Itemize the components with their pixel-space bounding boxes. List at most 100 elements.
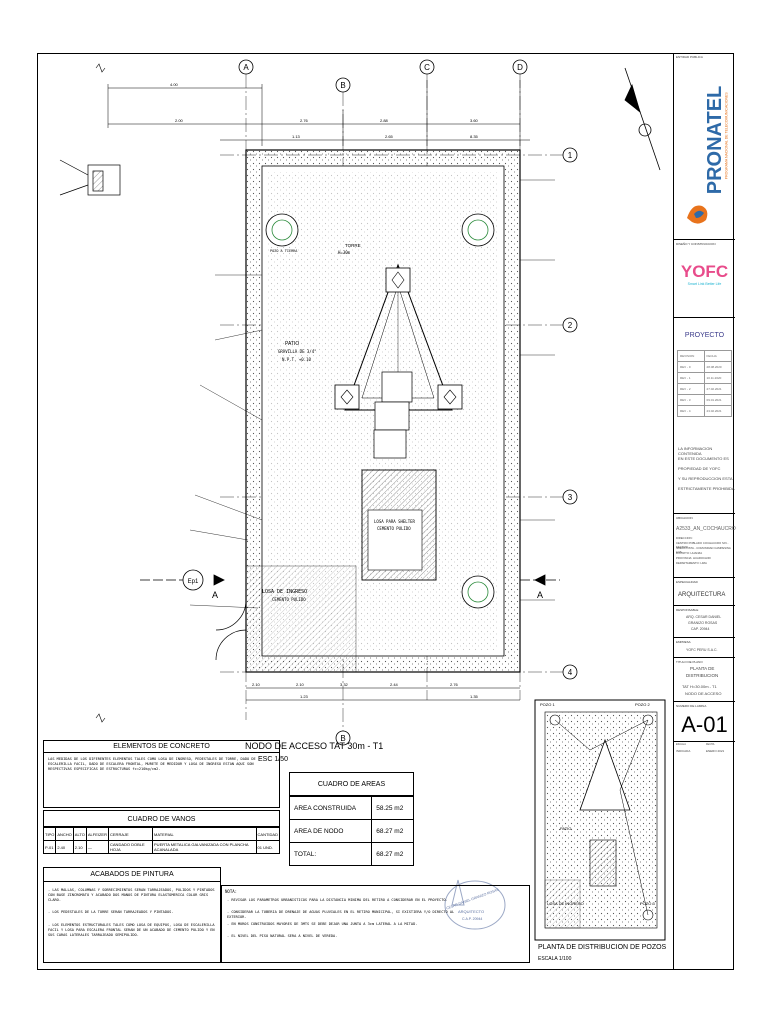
vanos-cell: PUERTA METALICA GALVANIZADA CON PLANCHA … bbox=[152, 840, 257, 854]
door-p01 bbox=[215, 599, 247, 661]
annotation-leaders bbox=[189, 179, 555, 609]
axis-label-4: 4 bbox=[568, 668, 573, 677]
sheet-number: A-01 bbox=[681, 712, 728, 737]
revision-header: FECHA bbox=[703, 350, 733, 362]
contractor-label: DISEÑO Y CONSTRUCCION bbox=[676, 242, 716, 246]
general-notes-box: NOTA: - REVISAR LOS PARAMETROS URBANISTI… bbox=[221, 885, 530, 963]
vanos-col: CANTIDAD bbox=[255, 827, 281, 841]
axis-label-c: C bbox=[424, 63, 430, 72]
dim-top-8: 8.35 bbox=[470, 134, 479, 139]
vanos-header-box: CUADRO DE VANOS bbox=[43, 810, 280, 827]
minimap-patio-label: PATIO bbox=[560, 826, 571, 831]
vanos-cell: P-01 bbox=[42, 840, 57, 854]
axis-label-1: 1 bbox=[568, 151, 573, 160]
wells-plan-title: PLANTA DE DISTRIBUCION DE POZOS bbox=[538, 944, 667, 951]
location-line: DEPARTAMENTO: LIMA bbox=[676, 561, 707, 565]
vanos-cell: — bbox=[85, 840, 110, 854]
revision-cell: 28.08.2020 bbox=[703, 361, 733, 373]
location-line: DIRECCION: bbox=[676, 536, 693, 540]
concrete-elements-text: LAS MEDIDAS DE LOS DIFERENTES ELEMENTOS … bbox=[48, 757, 256, 771]
vanos-row: P-01 2.40 2.10 — CANDADO DOBLE HOJA PUER… bbox=[42, 840, 281, 854]
dim-top-6: 1.13 bbox=[292, 134, 301, 139]
responsible-line: CAP. 20944 bbox=[691, 627, 710, 631]
brand-name: PRONATEL bbox=[704, 85, 726, 195]
axis-label-b-bottom: B bbox=[340, 734, 345, 743]
tower-sublabel: H=30m bbox=[338, 250, 351, 255]
dim-top-3: 2.76 bbox=[300, 118, 309, 123]
wells-minimap bbox=[534, 699, 666, 941]
confidential-line: LA INFORMACION CONTENIDA bbox=[678, 446, 713, 456]
revision-header: REVISION bbox=[677, 350, 705, 362]
contractor-tagline: Smart Link Better Life bbox=[687, 282, 722, 286]
title-block: ENTIDAD PUBLICA PRONATEL PROGRAMA NACION… bbox=[673, 53, 736, 970]
areas-title: CUADRO DE AREAS bbox=[317, 781, 386, 788]
confidential-line: EN ESTE DOCUMENTO ES bbox=[678, 456, 729, 461]
ground-well-2 bbox=[461, 213, 495, 247]
paint-finishes-title: ACABADOS DE PINTURA bbox=[44, 868, 220, 882]
meter-detail bbox=[59, 159, 121, 196]
contractor-logo: YOFC bbox=[680, 262, 729, 281]
axis-label-d: D bbox=[517, 63, 523, 72]
areas-value: 68.27 m2 bbox=[371, 819, 414, 843]
responsible-cell: RESPONSABLE ARQ. CESAR DANIEL GRANIZO RO… bbox=[674, 605, 735, 637]
contractor-cell: DISEÑO Y CONSTRUCCION YOFC Smart Link Be… bbox=[674, 239, 735, 317]
specialty-value: ARQUITECTURA bbox=[678, 592, 726, 598]
minimap-entry-label: LOSA DE INGRESO bbox=[547, 901, 584, 906]
areas-value: 68.27 m2 bbox=[371, 842, 414, 866]
minimap-well-2: POZO 2 bbox=[635, 702, 650, 707]
date-label: FECHA bbox=[706, 743, 715, 746]
entry-slab-sublabel: CEMENTO PULIDO bbox=[272, 597, 306, 602]
dim-top-1: 4.00 bbox=[170, 82, 179, 87]
dim-top-7: 2.65 bbox=[385, 134, 394, 139]
bottom-dim-values: 2.10 2.10 3.32 2.44 2.76 1.23 1.35 bbox=[252, 682, 479, 699]
date-value: ENERO 2021 bbox=[706, 749, 725, 753]
paint-note-1: - LAS MALLAS, COLUMNAS Y SOBRECIMIENTOS … bbox=[48, 888, 215, 902]
revision-cell: 23.02.2021 bbox=[703, 405, 733, 417]
company-cell: EMPRESA YOFC PERU S.A.C. bbox=[674, 637, 735, 657]
pronatel-logo-icon bbox=[684, 198, 714, 228]
vanos-col: MATERIAL bbox=[152, 827, 257, 841]
pronatel-brand: PRONATEL PROGRAMA NACIONAL DE TELECOMUNI… bbox=[690, 68, 728, 238]
patio-level: N.P.T. +0.10 bbox=[282, 357, 311, 362]
ground-well-3 bbox=[461, 575, 495, 609]
vanos-cell: 2.40 bbox=[55, 840, 74, 854]
revision-cell: 09.01.2021 bbox=[703, 394, 733, 406]
vanos-col: TIPO bbox=[42, 827, 57, 841]
dim-top-2: 2.00 bbox=[175, 118, 184, 123]
revision-cell: REV - 4 bbox=[677, 405, 705, 417]
axis-label-2: 2 bbox=[568, 321, 573, 330]
notes-title: NOTA: bbox=[225, 889, 238, 894]
plan-title-cell: TITULO DE PLANO PLANTA DE DISTRIBUCION T… bbox=[674, 657, 735, 701]
note-3: - EN MUROS CONSTRUIDOS MAYORES DE 3MTS S… bbox=[227, 922, 418, 926]
sheet-number-label: NUMERO DE LAMINA bbox=[676, 704, 707, 708]
revision-cell: 10.11.2020 bbox=[703, 372, 733, 384]
areas-row: TOTAL:68.27 m2 bbox=[288, 842, 414, 866]
shelter-slab-label: LOSA PARA SHELTER bbox=[374, 519, 415, 524]
areas-label: AREA DE NODO bbox=[288, 819, 373, 843]
vanos-header-row: TIPO ANCHO ALTO ALFEIZER CERRAJE MATERIA… bbox=[42, 827, 281, 841]
paint-note-2: - LOS PEDESTALES DE LA TORRE SERAN TARRA… bbox=[48, 910, 174, 914]
concrete-elements-box: ELEMENTOS DE CONCRETO LAS MEDIDAS DE LOS… bbox=[43, 740, 280, 808]
entry-slab bbox=[245, 565, 357, 673]
areas-value: 58.25 m2 bbox=[371, 796, 414, 820]
ground-well-1-label: POZO A TIERRA bbox=[270, 249, 298, 253]
vanos-cell: CANDADO DOBLE HOJA bbox=[107, 840, 154, 854]
areas-header-box: CUADRO DE AREAS bbox=[289, 772, 414, 796]
north-arrow bbox=[624, 67, 661, 171]
scale-value: INDICADA bbox=[676, 749, 691, 753]
entry-slab-label: LOSA DE INGRESO bbox=[262, 589, 308, 595]
specialty-cell: ESPECIALIDAD ARQUITECTURA bbox=[674, 577, 735, 605]
paint-finishes-box: ACABADOS DE PINTURA - LAS MALLAS, COLUMN… bbox=[43, 867, 221, 963]
company-label: EMPRESA bbox=[676, 640, 691, 644]
areas-label: TOTAL: bbox=[288, 842, 373, 866]
cut-label-left: A bbox=[212, 590, 218, 600]
drawing-sheet bbox=[37, 53, 734, 970]
main-plan-title: NODO DE ACCESO TAT 30m - T1 bbox=[245, 741, 384, 751]
dim-bottom-2: 2.10 bbox=[296, 682, 305, 687]
brand-subtitle: PROGRAMA NACIONAL DE TELECOMUNICACIONES bbox=[724, 92, 729, 180]
vanos-cell: 01 UND. bbox=[255, 840, 281, 854]
